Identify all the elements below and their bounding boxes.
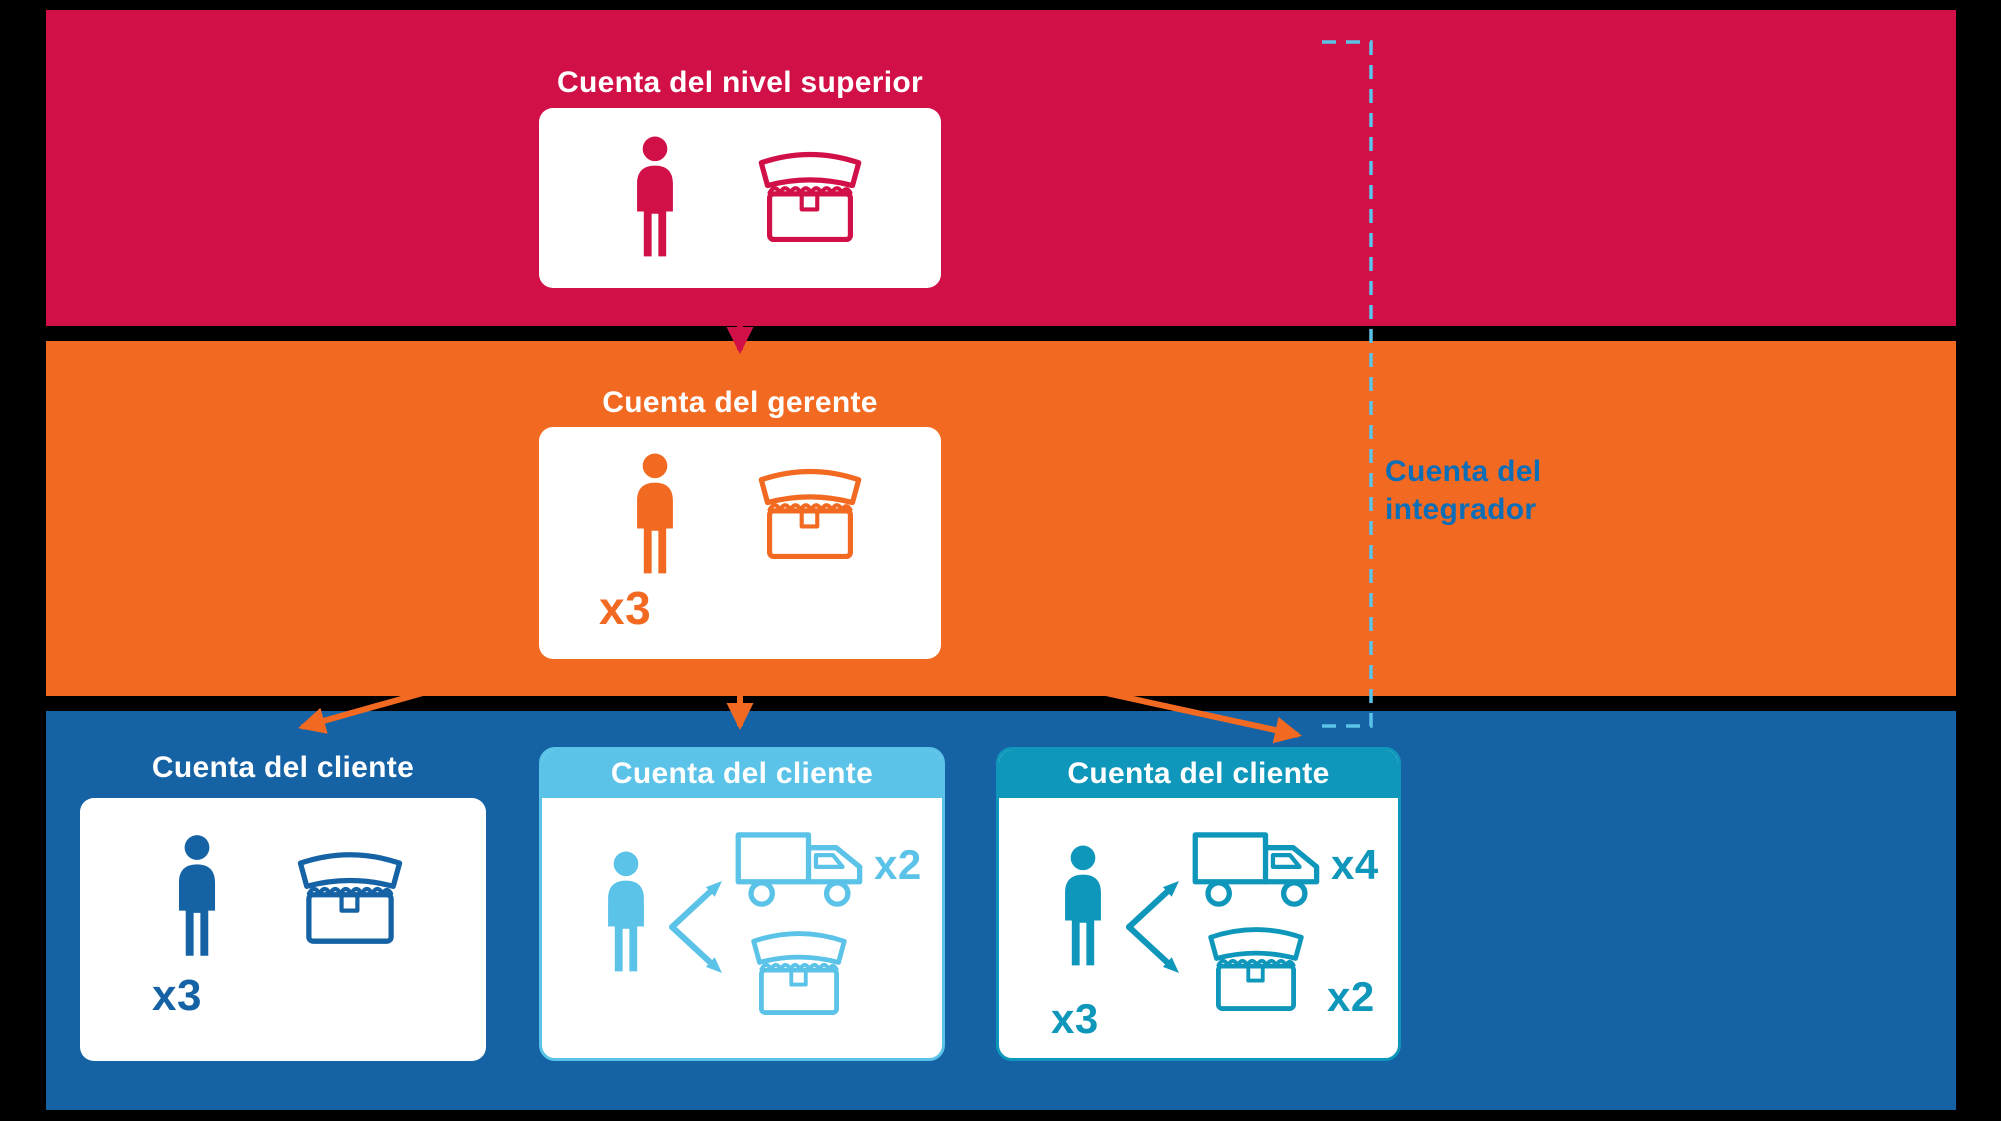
- person-icon: [598, 850, 654, 974]
- client-right-chest-count: x2: [1327, 973, 1375, 1020]
- treasure-chest-icon: [292, 848, 408, 950]
- truck-icon: [734, 826, 866, 912]
- top-level-account-card: [539, 108, 941, 288]
- top-band-title: Cuenta del nivel superior: [557, 66, 923, 99]
- treasure-chest-icon: [753, 465, 867, 565]
- top-level-band: Cuenta del nivel superior: [46, 10, 1956, 326]
- person-icon: [1055, 844, 1111, 968]
- branch-arrows-icon: [1121, 864, 1199, 990]
- client-left-card: x3: [80, 798, 486, 1061]
- person-icon: [627, 451, 683, 577]
- client-left-person-count: x3: [152, 971, 202, 1020]
- client-middle-title: Cuenta del cliente: [542, 750, 942, 798]
- manager-band-title: Cuenta del gerente: [602, 386, 878, 419]
- integrator-account-label: Cuenta del integrador: [1385, 455, 1542, 526]
- manager-count: x3: [599, 582, 652, 634]
- person-icon: [168, 834, 226, 958]
- manager-account-card: x3: [539, 427, 941, 659]
- manager-band: Cuenta del gerente x3 Cuenta del integra…: [46, 341, 1956, 696]
- treasure-chest-icon: [1203, 922, 1309, 1018]
- client-band: Cuenta del cliente x3 Cuenta del cliente…: [46, 711, 1956, 1110]
- client-right-person-count: x3: [1051, 995, 1099, 1042]
- truck-icon: [1191, 826, 1323, 912]
- branch-arrows-icon: [664, 864, 742, 990]
- client-right-card: Cuenta del cliente x3 x4 x2: [996, 747, 1401, 1061]
- treasure-chest-icon: [753, 148, 867, 248]
- client-right-title: Cuenta del cliente: [999, 750, 1398, 798]
- client-middle-truck-count: x2: [874, 841, 922, 888]
- person-icon: [627, 134, 683, 260]
- client-middle-card: Cuenta del cliente x2: [539, 747, 945, 1061]
- client-left-title: Cuenta del cliente: [151, 751, 415, 784]
- treasure-chest-icon: [746, 926, 852, 1022]
- client-right-truck-count: x4: [1331, 841, 1379, 888]
